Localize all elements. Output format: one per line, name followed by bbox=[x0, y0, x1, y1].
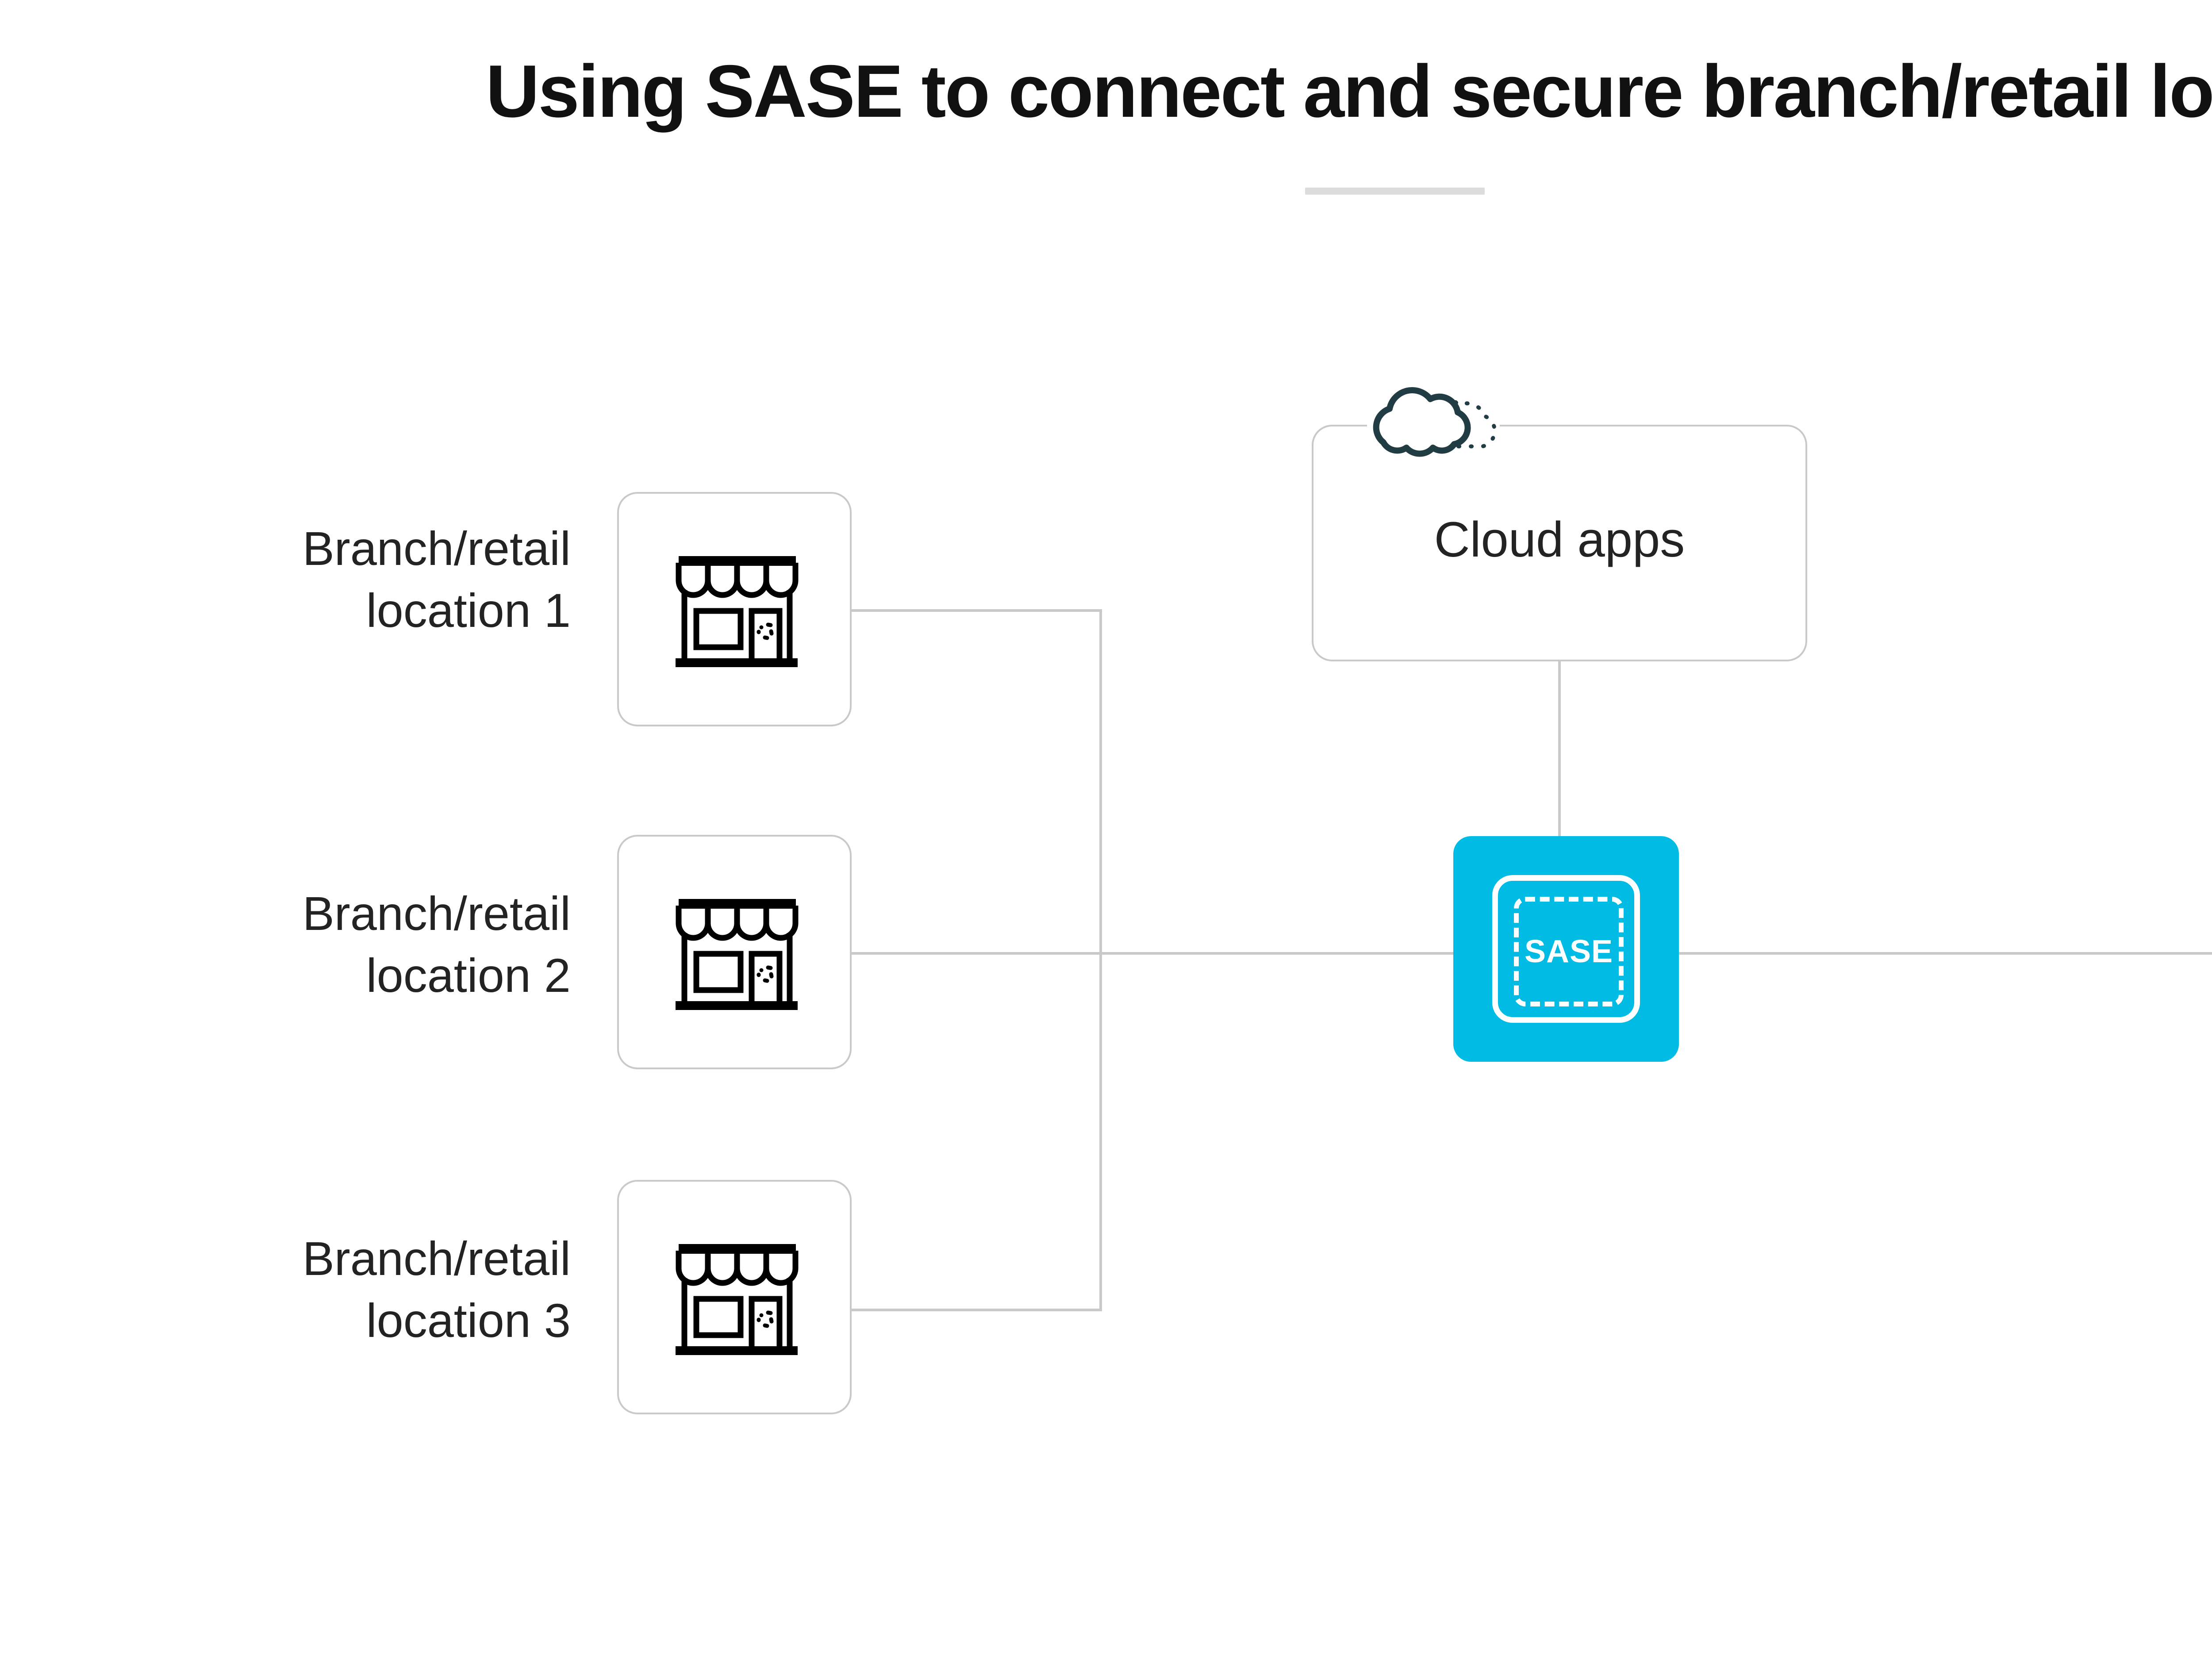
cloud-icon bbox=[1360, 374, 1511, 484]
sase-hub-tile[interactable]: SASE bbox=[1453, 836, 1679, 1062]
branch-1-label: Branch/retail location 1 bbox=[302, 522, 571, 637]
wire-branch3-to-bus bbox=[847, 1309, 1102, 1311]
wire-branch1-to-bus bbox=[847, 609, 1102, 612]
wire-branch2-to-sase bbox=[847, 952, 1455, 955]
sase-label: SASE bbox=[1524, 934, 1613, 969]
page-title: Using SASE to connect and secure branch/… bbox=[486, 50, 2212, 133]
branch-2-label: Branch/retail location 2 bbox=[302, 887, 571, 1002]
wire-cloud-to-sase bbox=[1558, 660, 1561, 838]
wire-sase-to-datacenter bbox=[1678, 952, 2212, 955]
sase-dashed-border: SASE bbox=[1514, 897, 1624, 1006]
title-divider bbox=[1305, 188, 1485, 195]
cloud-apps-card[interactable] bbox=[1312, 425, 1807, 661]
branch-3-card[interactable] bbox=[617, 1180, 852, 1414]
storefront-icon bbox=[619, 494, 850, 728]
cloud-apps-label: Cloud apps bbox=[1434, 512, 1685, 567]
storefront-icon bbox=[619, 837, 850, 1071]
sase-shield-icon: SASE bbox=[1492, 875, 1640, 1023]
wire-vertical-bus bbox=[1099, 609, 1102, 1311]
storefront-icon bbox=[619, 1182, 850, 1416]
branch-3-label: Branch/retail location 3 bbox=[302, 1232, 571, 1348]
branch-1-card[interactable] bbox=[617, 492, 852, 726]
branch-2-card[interactable] bbox=[617, 835, 852, 1069]
